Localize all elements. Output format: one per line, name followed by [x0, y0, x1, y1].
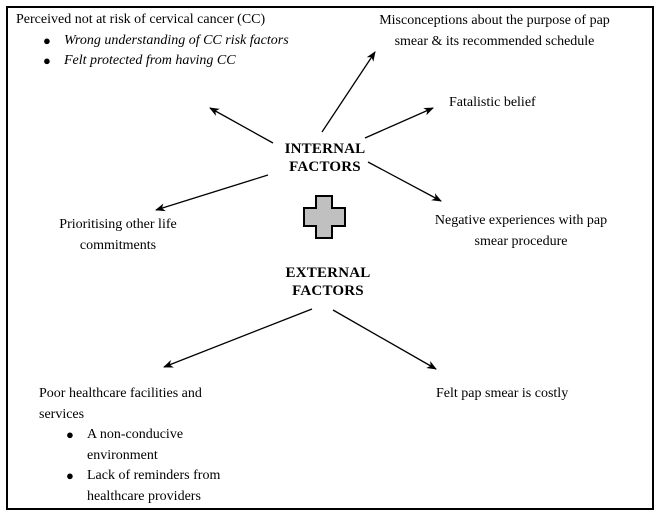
- arrow-internal-to-fatalistic: [364, 107, 434, 139]
- factor-misconceptions: Misconceptions about the purpose of pap …: [372, 11, 617, 52]
- factor-fatalistic-belief: Fatalistic belief: [449, 93, 609, 114]
- bullet-item: ● A non-conducive environment: [39, 425, 239, 466]
- factor-negative-experiences: Negative experiences with pap smear proc…: [426, 211, 616, 252]
- factor-text: Misconceptions about the purpose of pap …: [379, 13, 610, 49]
- diagram-border: [6, 6, 654, 510]
- bullet-item: ● Felt protected from having CC: [16, 51, 308, 72]
- internal-factors-line2: FACTORS: [289, 159, 361, 175]
- factor-bullet-list: ● A non-conducive environment ● Lack of …: [39, 425, 239, 507]
- bullet-item: ● Lack of reminders from healthcare prov…: [39, 466, 239, 507]
- bullet-dot-icon: ●: [43, 32, 51, 48]
- factor-text: Felt pap smear is costly: [436, 386, 569, 401]
- factor-bullet-list: ● Wrong understanding of CC risk factors…: [16, 31, 308, 72]
- bullet-text: Lack of reminders from healthcare provid…: [87, 468, 221, 504]
- factor-poor-facilities: Poor healthcare facilities and services …: [39, 384, 244, 507]
- arrow-external-to-facilities: [163, 308, 313, 368]
- factor-perceived-not-at-risk: Perceived not at risk of cervical cancer…: [16, 10, 331, 72]
- arrow-internal-to-prioritising: [155, 174, 269, 212]
- bullet-item: ● Wrong understanding of CC risk factors: [16, 31, 308, 52]
- factor-text: Perceived not at risk of cervical cancer…: [16, 12, 266, 27]
- arrow-internal-to-negative: [367, 161, 442, 202]
- arrow-internal-to-perceived: [209, 107, 274, 144]
- external-factors-label: EXTERNAL FACTORS: [268, 264, 388, 300]
- bullet-text: Wrong understanding of CC risk factors: [64, 32, 289, 48]
- arrow-external-to-costly: [332, 309, 437, 370]
- factor-text: Fatalistic belief: [449, 95, 536, 110]
- bullet-dot-icon: ●: [66, 427, 74, 442]
- arrow-internal-to-misconceptions: [321, 51, 376, 133]
- internal-factors-label: INTERNAL FACTORS: [265, 140, 385, 176]
- external-factors-line1: EXTERNAL: [285, 265, 371, 281]
- factor-costly: Felt pap smear is costly: [436, 384, 616, 405]
- internal-factors-line1: INTERNAL: [284, 141, 366, 157]
- external-factors-line2: FACTORS: [292, 283, 364, 299]
- bullet-dot-icon: ●: [43, 53, 51, 68]
- bullet-dot-icon: ●: [66, 468, 74, 483]
- medical-cross-icon: [303, 195, 346, 239]
- factor-text: Negative experiences with pap smear proc…: [434, 213, 608, 249]
- factor-text: Prioritising other life commitments: [59, 217, 177, 253]
- factor-text: Poor healthcare facilities and services: [39, 386, 202, 422]
- bullet-text: Felt protected from having CC: [64, 53, 236, 68]
- bullet-text: A non-conducive environment: [87, 427, 184, 463]
- factor-prioritising: Prioritising other life commitments: [43, 215, 193, 256]
